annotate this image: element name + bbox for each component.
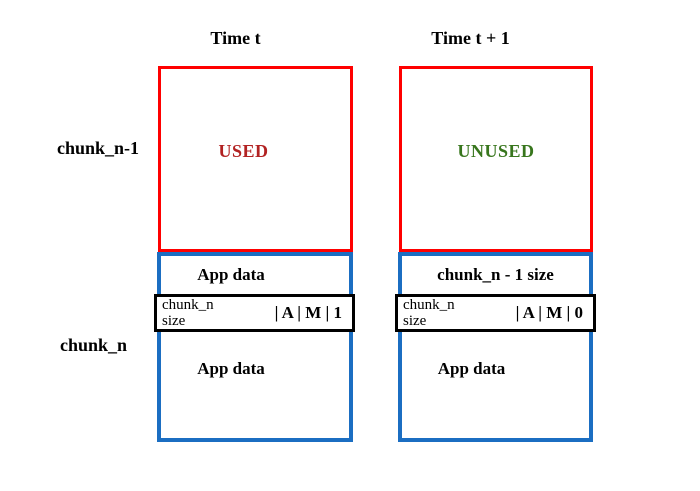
chunk-flags-left: | A | M | 1 — [274, 303, 342, 322]
chunk-n-box-time-t: App data chunk_n size | A | M | 1 App da… — [154, 252, 355, 442]
chunk-size-label-left: chunk_n size — [157, 297, 214, 329]
chunk-size-field-right: chunk_n size | A | M | 0 — [395, 294, 596, 332]
chunk-size-line1: chunk_n — [162, 297, 214, 313]
chunk-flags-right: | A | M | 0 — [515, 303, 583, 322]
chunk-size-label-right: chunk_n size — [398, 297, 455, 329]
chunk-n-box-time-t-plus-1: chunk_n - 1 size chunk_n size | A | M | … — [395, 252, 596, 442]
chunk-n-1-box-time-t: USED — [158, 66, 353, 252]
unused-state-label: UNUSED — [457, 141, 535, 161]
chunk-size-line2: size — [403, 313, 427, 329]
chunk-size-line2: size — [162, 313, 186, 329]
app-data-bottom-cell-right: App data — [437, 359, 506, 378]
chunk-n-1-size-cell-right: chunk_n - 1 size — [437, 265, 554, 284]
used-state-label: USED — [218, 141, 269, 161]
app-data-bottom-cell-left: App data — [197, 359, 265, 378]
row-label-chunk-n: chunk_n — [60, 335, 128, 355]
column-title-time-t: Time t — [210, 28, 261, 48]
chunk-n-1-box-time-t-plus-1: UNUSED — [399, 66, 593, 252]
column-title-time-t-plus-1: Time t + 1 — [431, 28, 510, 48]
app-data-top-cell-left: App data — [197, 265, 265, 284]
chunk-size-field-left: chunk_n size | A | M | 1 — [154, 294, 355, 332]
chunk-size-line1: chunk_n — [403, 297, 455, 313]
row-label-chunk-n-1: chunk_n-1 — [57, 138, 140, 158]
